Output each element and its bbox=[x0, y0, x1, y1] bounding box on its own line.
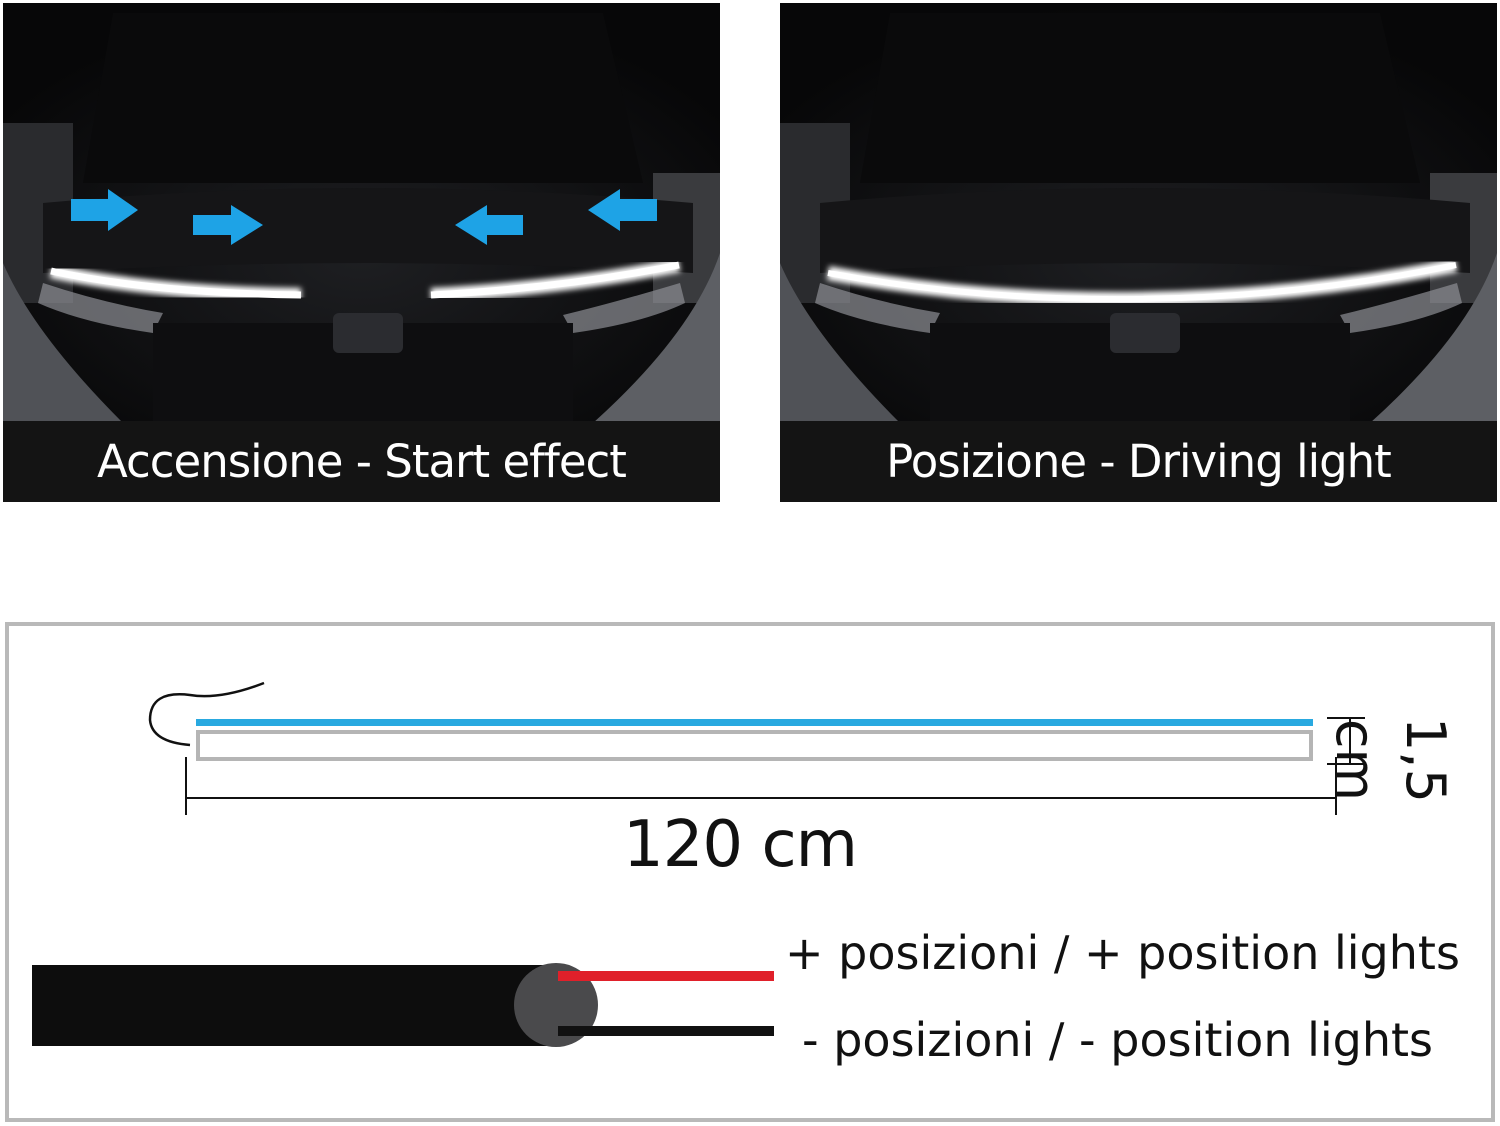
car-front-photo-start bbox=[3, 3, 720, 421]
positive-wire-label: + posizioni / + position lights bbox=[785, 926, 1460, 980]
car-front-photo-driving bbox=[780, 3, 1497, 421]
strip-body-outline bbox=[196, 730, 1313, 761]
arrow-left-icon bbox=[588, 189, 657, 231]
start-effect-caption: Accensione - Start effect bbox=[3, 421, 720, 502]
negative-wire-label: - posizioni / - position lights bbox=[802, 1013, 1434, 1067]
length-label: 120 cm bbox=[622, 808, 858, 882]
arrow-right-icon bbox=[71, 189, 138, 231]
driving-light-caption: Posizione - Driving light bbox=[780, 421, 1497, 502]
strip-cable bbox=[148, 681, 265, 747]
start-effect-photo-panel: Accensione - Start effect bbox=[3, 3, 720, 502]
strip-led-line bbox=[196, 719, 1313, 726]
arrow-right-icon bbox=[193, 205, 263, 245]
driving-light-photo-panel: Posizione - Driving light bbox=[780, 3, 1497, 502]
height-label: 1,5 cm bbox=[1324, 717, 1457, 803]
connector-cable bbox=[32, 965, 557, 1046]
arrow-left-icon bbox=[455, 205, 523, 245]
